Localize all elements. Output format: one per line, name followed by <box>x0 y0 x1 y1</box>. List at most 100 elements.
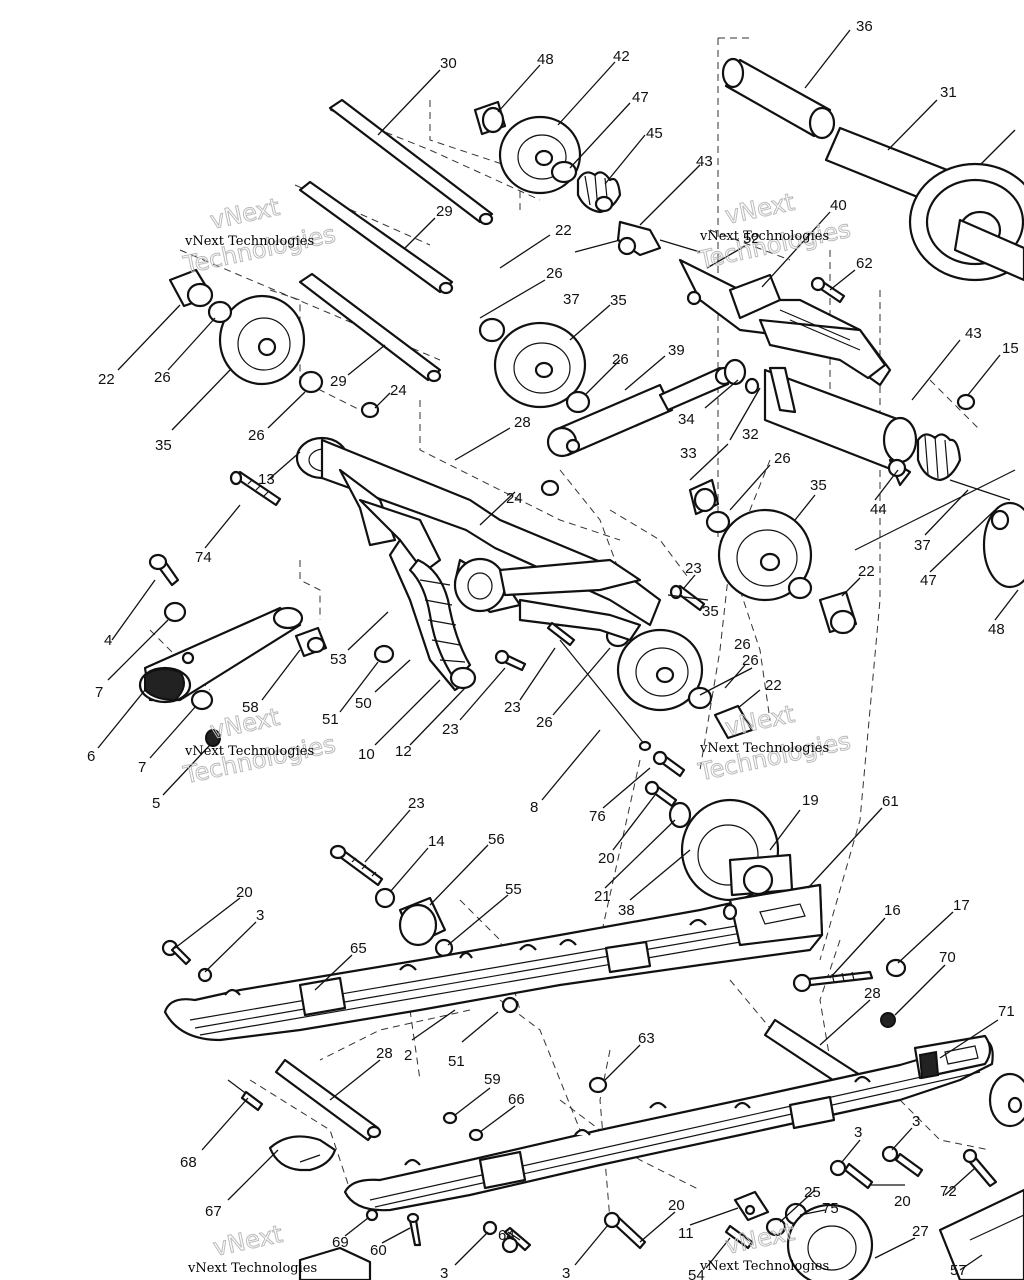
nut-66 <box>468 1128 484 1142</box>
nut-5 <box>205 729 221 747</box>
bolt-20-bottom <box>603 1211 647 1250</box>
callout-21: 21 <box>594 888 611 905</box>
callout-35: 35 <box>610 292 627 309</box>
bolt-20-lower-right <box>881 1145 924 1178</box>
svg-text:vNext Technologies: vNext Technologies <box>699 741 829 756</box>
callout-52: 52 <box>743 230 760 247</box>
nut-24b <box>540 479 560 497</box>
callout-7: 7 <box>95 684 103 701</box>
nut-70 <box>880 1012 896 1028</box>
spacer-22-lower <box>713 704 754 740</box>
wheel-35-left <box>218 294 306 386</box>
callout-61: 61 <box>882 793 899 810</box>
callout-26: 26 <box>248 427 265 444</box>
callout-37: 37 <box>914 537 931 554</box>
callout-51: 51 <box>448 1053 465 1070</box>
callout-24: 24 <box>506 490 523 507</box>
callout-37: 37 <box>563 291 580 308</box>
callout-66: 66 <box>508 1091 525 1108</box>
spacer-26-mid <box>478 317 591 414</box>
callout-26: 26 <box>546 265 563 282</box>
svg-text:vNext: vNext <box>211 1220 285 1262</box>
rear-arm-40 <box>678 258 918 487</box>
spacer-32 <box>688 478 720 516</box>
callout-labels: 30 48 42 47 45 43 36 31 52 40 62 22 29 2… <box>87 18 1019 1280</box>
spacer-36 <box>721 57 836 140</box>
block-11 <box>733 1190 770 1222</box>
callout-45: 45 <box>646 125 663 142</box>
washer-14 <box>374 887 396 909</box>
callout-28: 28 <box>376 1045 393 1062</box>
callout-22: 22 <box>98 371 115 388</box>
svg-text:Technologies: Technologies <box>695 727 853 787</box>
svg-text:vNext: vNext <box>723 188 797 230</box>
callout-3: 3 <box>440 1265 448 1280</box>
callout-17: 17 <box>953 897 970 914</box>
svg-text:vNext Technologies: vNext Technologies <box>699 229 829 244</box>
svg-text:Technologies: Technologies <box>180 220 338 280</box>
shaft-8 <box>559 639 652 752</box>
callout-50: 50 <box>355 695 372 712</box>
spring-45 <box>576 171 622 214</box>
wheel-bottom <box>786 1203 874 1280</box>
callout-48: 48 <box>988 621 1005 638</box>
svg-text:Technologies: Technologies <box>180 730 338 790</box>
callout-16: 16 <box>884 902 901 919</box>
plate-57 <box>938 1188 1024 1280</box>
callout-22: 22 <box>555 222 572 239</box>
callout-31: 31 <box>940 84 957 101</box>
svg-text:vNext Technologies: vNext Technologies <box>187 1261 317 1276</box>
callout-13: 13 <box>258 471 275 488</box>
callout-36: 36 <box>856 18 873 35</box>
bushing-33 <box>744 377 760 395</box>
nut-59 <box>442 1111 458 1125</box>
spacer-28-left <box>274 1058 382 1142</box>
axle-wheel-large <box>908 162 1024 282</box>
spacer-22-left <box>168 268 214 308</box>
callout-53: 53 <box>330 651 347 668</box>
callout-63: 63 <box>638 1030 655 1047</box>
callout-44: 44 <box>870 501 887 518</box>
callout-43: 43 <box>965 325 982 342</box>
bracket-bottom-left <box>298 1246 372 1280</box>
bolt-20-upper <box>644 780 678 808</box>
svg-text:vNext: vNext <box>723 700 797 742</box>
shaft-29-lower <box>298 272 442 383</box>
callout-4: 4 <box>104 632 112 649</box>
callout-60: 60 <box>370 1242 387 1259</box>
callout-12: 12 <box>395 743 412 760</box>
callout-42: 42 <box>613 48 630 65</box>
nut-17 <box>885 958 907 978</box>
callout-7: 7 <box>138 759 146 776</box>
bolt-74 <box>229 470 282 507</box>
callout-62: 62 <box>856 255 873 272</box>
callout-35: 35 <box>810 477 827 494</box>
callout-26: 26 <box>774 450 791 467</box>
callout-23: 23 <box>408 795 425 812</box>
washer-7a <box>163 601 187 623</box>
callout-27: 27 <box>912 1223 929 1240</box>
callout-69: 69 <box>332 1234 349 1251</box>
nut-24a <box>360 401 380 419</box>
wheel-35-lower <box>616 628 704 712</box>
washer-25 <box>765 1217 787 1237</box>
slide-rail-lower <box>343 1034 994 1212</box>
bracket-67 <box>268 1135 337 1172</box>
shock-absorber-39 <box>546 366 734 458</box>
svg-text:vNext: vNext <box>208 193 282 235</box>
callout-29: 29 <box>436 203 453 220</box>
bushing-58 <box>294 626 328 658</box>
callout-75: 75 <box>822 1200 839 1217</box>
bolt-15 <box>956 393 976 411</box>
callout-25: 25 <box>804 1184 821 1201</box>
callout-23: 23 <box>685 560 702 577</box>
callout-70: 70 <box>939 949 956 966</box>
watermark-5: vNext vNext Technologies <box>187 1219 317 1276</box>
callout-38: 38 <box>618 902 635 919</box>
bolt-4 <box>148 553 180 587</box>
svg-text:vNext Technologies: vNext Technologies <box>184 234 314 249</box>
svg-text:Technologies: Technologies <box>695 215 853 275</box>
callout-35: 35 <box>702 603 719 620</box>
wheel-38-hub <box>680 798 794 902</box>
callout-35: 35 <box>155 437 172 454</box>
